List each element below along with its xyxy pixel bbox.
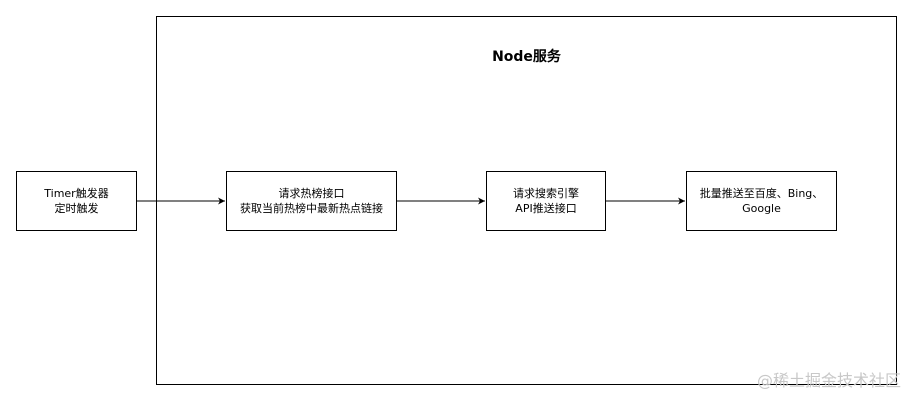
container-title: Node服务 (492, 49, 561, 65)
node-api-line1: 请求搜索引擎 (513, 187, 579, 200)
node-hot-line2: 获取当前热榜中最新热点链接 (240, 202, 383, 215)
node-batch-push: 批量推送至百度、Bing、 Google (686, 171, 837, 231)
node-hot-list-request: 请求热榜接口 获取当前热榜中最新热点链接 (226, 171, 397, 231)
node-timer-line2: 定时触发 (54, 202, 99, 215)
node-search-engine-api: 请求搜索引擎 API推送接口 (486, 171, 606, 231)
node-api-line2: API推送接口 (515, 202, 577, 215)
node-hot-line1: 请求热榜接口 (278, 187, 345, 200)
node-timer-line1: Timer触发器 (44, 187, 109, 200)
node-push-line1: 批量推送至百度、Bing、 (699, 187, 824, 200)
node-timer-trigger: Timer触发器 定时触发 (16, 171, 137, 231)
node-push-line2: Google (742, 202, 781, 215)
watermark-text: @稀土掘金技术社区 (756, 371, 901, 390)
